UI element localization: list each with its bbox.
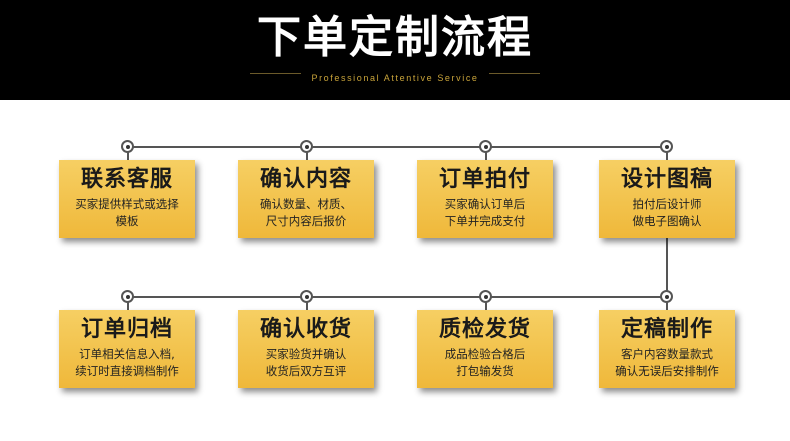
step-description: 买家提供样式或选择 模板 xyxy=(75,197,179,228)
row2-stub-3 xyxy=(485,301,487,311)
step-card-confirm-content: 确认内容 确认数量、材质、 尺寸内容后报价 xyxy=(238,160,374,238)
row2-connector-line xyxy=(128,296,668,298)
step-title: 确认内容 xyxy=(259,167,352,192)
step-description: 买家确认订单后 下单并完成支付 xyxy=(444,197,526,228)
subtitle-rule-left xyxy=(250,73,305,74)
row2-stub-2 xyxy=(306,301,308,311)
step-title: 质检发货 xyxy=(438,317,531,342)
step-card-order-archive: 订单归档 订单相关信息入档, 续订时直接调档制作 xyxy=(59,310,195,388)
page-title: 下单定制流程 xyxy=(257,12,533,63)
step-description: 确认数量、材质、 尺寸内容后报价 xyxy=(260,197,352,228)
right-vertical-connector xyxy=(666,238,668,292)
step-title: 定稿制作 xyxy=(620,317,713,342)
step-card-order-payment: 订单拍付 买家确认订单后 下单并完成支付 xyxy=(417,160,553,238)
row1-stub-1 xyxy=(127,151,129,161)
step-description: 成品检验合格后 打包输发货 xyxy=(444,347,526,378)
step-description: 买家验货并确认 收货后双方互评 xyxy=(265,347,347,378)
row2-node-4 xyxy=(660,290,673,303)
step-title: 订单拍付 xyxy=(438,167,531,192)
row2-stub-4 xyxy=(666,301,668,311)
row1-connector-line xyxy=(128,146,668,148)
step-card-design-draft: 设计图稿 拍付后设计师 做电子图确认 xyxy=(599,160,735,238)
step-description: 订单相关信息入档, 续订时直接调档制作 xyxy=(75,347,179,378)
step-title: 设计图稿 xyxy=(620,167,713,192)
step-title: 订单归档 xyxy=(80,317,173,342)
row1-stub-3 xyxy=(485,151,487,161)
subtitle-rule-right xyxy=(485,73,540,74)
row2-stub-1 xyxy=(127,301,129,311)
row1-stub-4 xyxy=(666,151,668,161)
step-card-contact-service: 联系客服 买家提供样式或选择 模板 xyxy=(59,160,195,238)
header-banner: 下单定制流程 Professional Attentive Service xyxy=(0,0,790,100)
step-title: 确认收货 xyxy=(259,317,352,342)
step-card-qc-shipping: 质检发货 成品检验合格后 打包输发货 xyxy=(417,310,553,388)
row1-stub-2 xyxy=(306,151,308,161)
page-subtitle: Professional Attentive Service xyxy=(301,71,489,85)
step-card-final-production: 定稿制作 客户内容数量款式 确认无误后安排制作 xyxy=(599,310,735,388)
step-card-confirm-receipt: 确认收货 买家验货并确认 收货后双方互评 xyxy=(238,310,374,388)
step-title: 联系客服 xyxy=(80,167,173,192)
step-description: 拍付后设计师 做电子图确认 xyxy=(632,197,702,228)
step-description: 客户内容数量款式 确认无误后安排制作 xyxy=(615,347,719,378)
